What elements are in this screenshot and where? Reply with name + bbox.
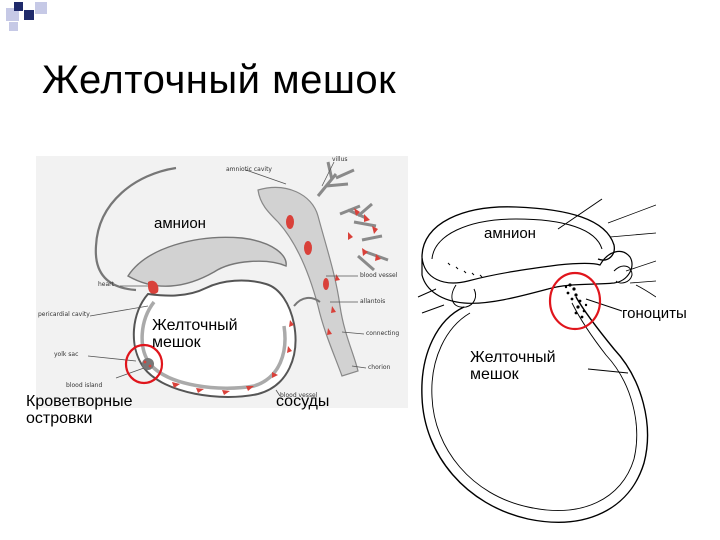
pericardial-cavity-small-label: pericardial cavity (38, 311, 90, 318)
blood-island-small-label: blood island (66, 382, 103, 389)
amniotic-cavity-small-label: amniotic cavity (226, 166, 272, 173)
chorion-small-label: chorion (368, 364, 391, 371)
right-yolk-sac-label: Желточный мешок (470, 349, 556, 383)
yolk-sac-small-label: yolk sac (54, 351, 79, 358)
left-diagram-drawing (87, 161, 389, 398)
left-yolk-sac-label: Желточный мешок (152, 317, 238, 351)
left-amnion-label: амнион (154, 215, 206, 232)
gonocytes-label: гоноциты (622, 305, 687, 322)
right-diagram-drawing (417, 198, 657, 523)
blood-vessel-bottom-small-label: blood vessel (280, 392, 318, 399)
corner-decoration (6, 2, 47, 31)
heart-small-label: heart (98, 281, 114, 288)
blood-vessel-small-label: blood vessel (360, 272, 398, 279)
vessels-label: сосуды (276, 393, 330, 410)
allantois-small-label: allantois (360, 298, 386, 305)
slide-title: Желточный мешок (42, 58, 397, 102)
villus-small-label: villus (332, 156, 348, 163)
gonocyte-cluster (564, 283, 588, 319)
connecting-stalk-small-label: connecting (366, 330, 400, 337)
right-embryo-diagram (408, 193, 657, 535)
blood-island-highlight (124, 343, 164, 385)
right-amnion-label: амнион (484, 225, 536, 242)
gonocytes-highlight (548, 271, 602, 331)
blood-islands-label: Кроветворные островки (26, 393, 133, 427)
left-embryo-diagram: amniotic cavity villus heart pericardial… (36, 156, 408, 408)
